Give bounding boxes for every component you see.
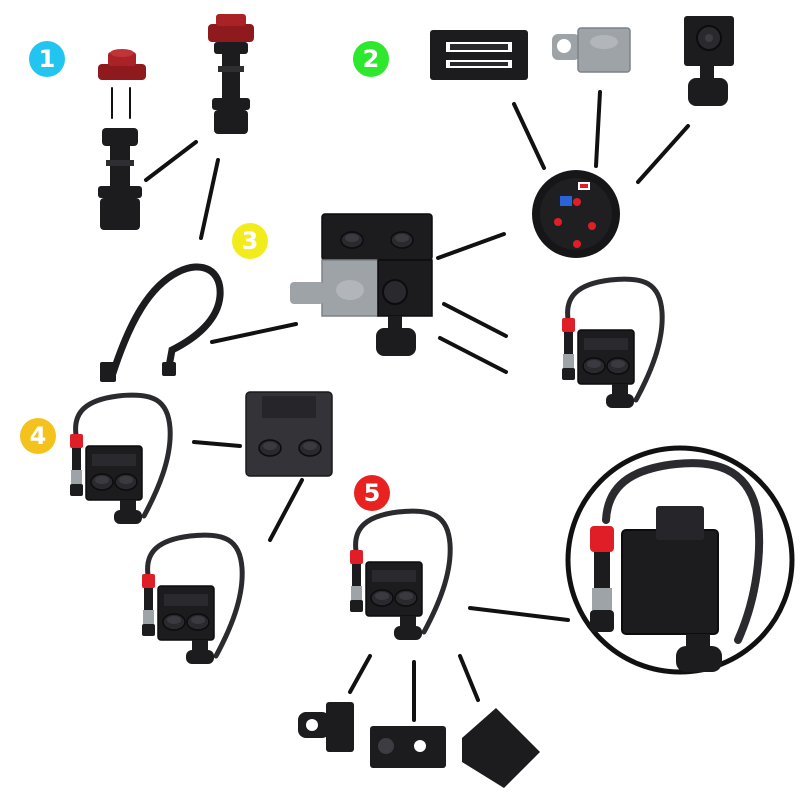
zoom-detail — [565, 445, 795, 675]
step-3-sub-assembly — [290, 213, 433, 356]
black-lightsaber-hilt — [98, 128, 142, 230]
printed-round-tile — [532, 170, 620, 258]
dark-gray-handle-plate — [245, 391, 333, 477]
step-4-badge: 4 — [20, 418, 56, 454]
step-3-parts — [100, 213, 662, 408]
black-camera-plate-clip — [684, 16, 734, 106]
black-technic-brick — [370, 726, 446, 768]
step-5-parts — [298, 511, 540, 788]
step-3-badge: 3 — [232, 223, 268, 259]
connector-lines — [111, 87, 690, 722]
step-3-result-assembly — [562, 279, 662, 408]
step-5-badge: 5 — [354, 475, 390, 511]
black-clip-plate — [298, 702, 354, 752]
black-grille-tile — [430, 30, 528, 80]
step-2-parts — [430, 16, 734, 258]
light-gray-clip-plate — [552, 27, 631, 73]
black-slope-brick — [462, 708, 540, 788]
dark-red-round-plate — [98, 49, 146, 80]
step-4-result-assembly — [142, 535, 242, 664]
step-4-parts — [70, 391, 333, 664]
step-2-badge: 2 — [353, 41, 389, 77]
assembled-lightsaber-hilt — [208, 14, 254, 134]
step-4-base-assembly — [70, 395, 170, 524]
step-1-parts — [98, 14, 254, 230]
flexible-hose — [100, 263, 224, 382]
step-5-assembly — [350, 511, 450, 640]
step-1-badge: 1 — [29, 41, 65, 77]
